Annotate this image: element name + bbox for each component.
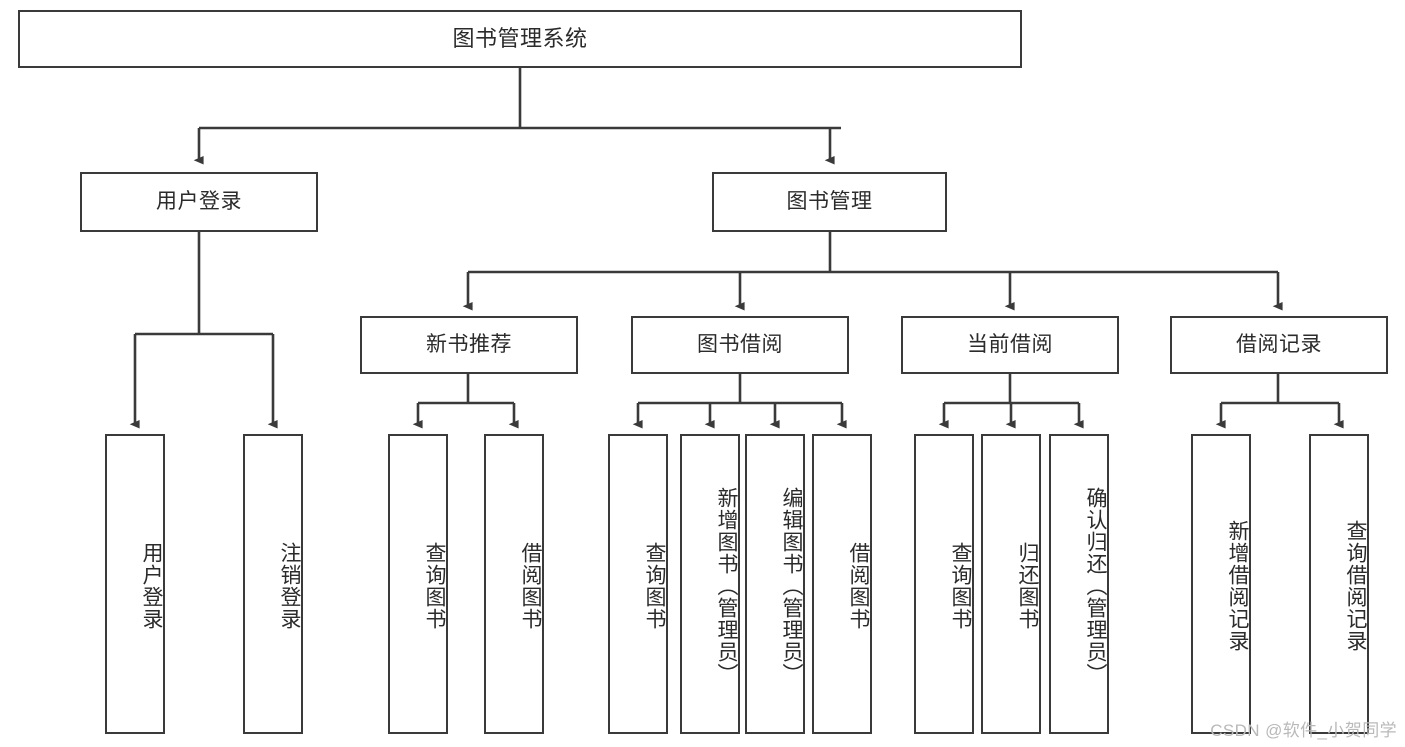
node-leaf-borrow-book-recommend[interactable]: 借阅图书 <box>484 434 544 734</box>
node-current-borrow[interactable]: 当前借阅 <box>901 316 1119 374</box>
node-label: 图书管理系统 <box>452 26 588 52</box>
node-leaf-add-borrow-record[interactable]: 新增借阅记录 <box>1191 434 1251 734</box>
node-label: 归还图书 <box>1016 542 1039 630</box>
node-user-login[interactable]: 用户登录 <box>80 172 318 232</box>
node-label: 查询图书 <box>643 542 666 630</box>
csdn-watermark: CSDN @软件_小贺同学 <box>1210 721 1397 740</box>
node-label: 图书借阅 <box>697 332 783 356</box>
node-leaf-query-borrow-record[interactable]: 查询借阅记录 <box>1309 434 1369 734</box>
node-label: 借阅图书 <box>519 542 542 630</box>
node-book-borrow[interactable]: 图书借阅 <box>631 316 849 374</box>
node-leaf-borrow-book[interactable]: 借阅图书 <box>812 434 872 734</box>
node-label: 新增借阅记录 <box>1226 520 1249 652</box>
node-leaf-return-book[interactable]: 归还图书 <box>981 434 1041 734</box>
node-new-book-recommend[interactable]: 新书推荐 <box>360 316 578 374</box>
node-leaf-query-book-current[interactable]: 查询图书 <box>914 434 974 734</box>
node-label: 新书推荐 <box>426 332 512 356</box>
node-borrow-record[interactable]: 借阅记录 <box>1170 316 1388 374</box>
node-leaf-confirm-return[interactable]: 确认归还（管理员） <box>1049 434 1109 734</box>
node-label: 借阅记录 <box>1236 332 1322 356</box>
node-label: 确认归还（管理员） <box>1084 487 1107 685</box>
node-leaf-logout-login[interactable]: 注销登录 <box>243 434 303 734</box>
node-label: 用户登录 <box>140 542 163 630</box>
node-leaf-query-book-recommend[interactable]: 查询图书 <box>388 434 448 734</box>
node-leaf-user-login[interactable]: 用户登录 <box>105 434 165 734</box>
node-book-management[interactable]: 图书管理 <box>712 172 947 232</box>
node-label: 编辑图书（管理员） <box>780 487 803 685</box>
node-label: 当前借阅 <box>967 332 1053 356</box>
node-label: 用户登录 <box>156 189 242 213</box>
node-label: 注销登录 <box>278 542 301 630</box>
node-label: 图书管理 <box>786 189 873 213</box>
node-label: 查询图书 <box>423 542 446 630</box>
node-leaf-edit-book[interactable]: 编辑图书（管理员） <box>745 434 805 734</box>
node-label: 借阅图书 <box>847 542 870 630</box>
node-root-system[interactable]: 图书管理系统 <box>18 10 1022 68</box>
node-leaf-query-book-borrow[interactable]: 查询图书 <box>608 434 668 734</box>
node-leaf-add-book[interactable]: 新增图书（管理员） <box>680 434 740 734</box>
node-label: 新增图书（管理员） <box>715 487 738 685</box>
node-label: 查询图书 <box>949 542 972 630</box>
node-label: 查询借阅记录 <box>1344 520 1367 652</box>
